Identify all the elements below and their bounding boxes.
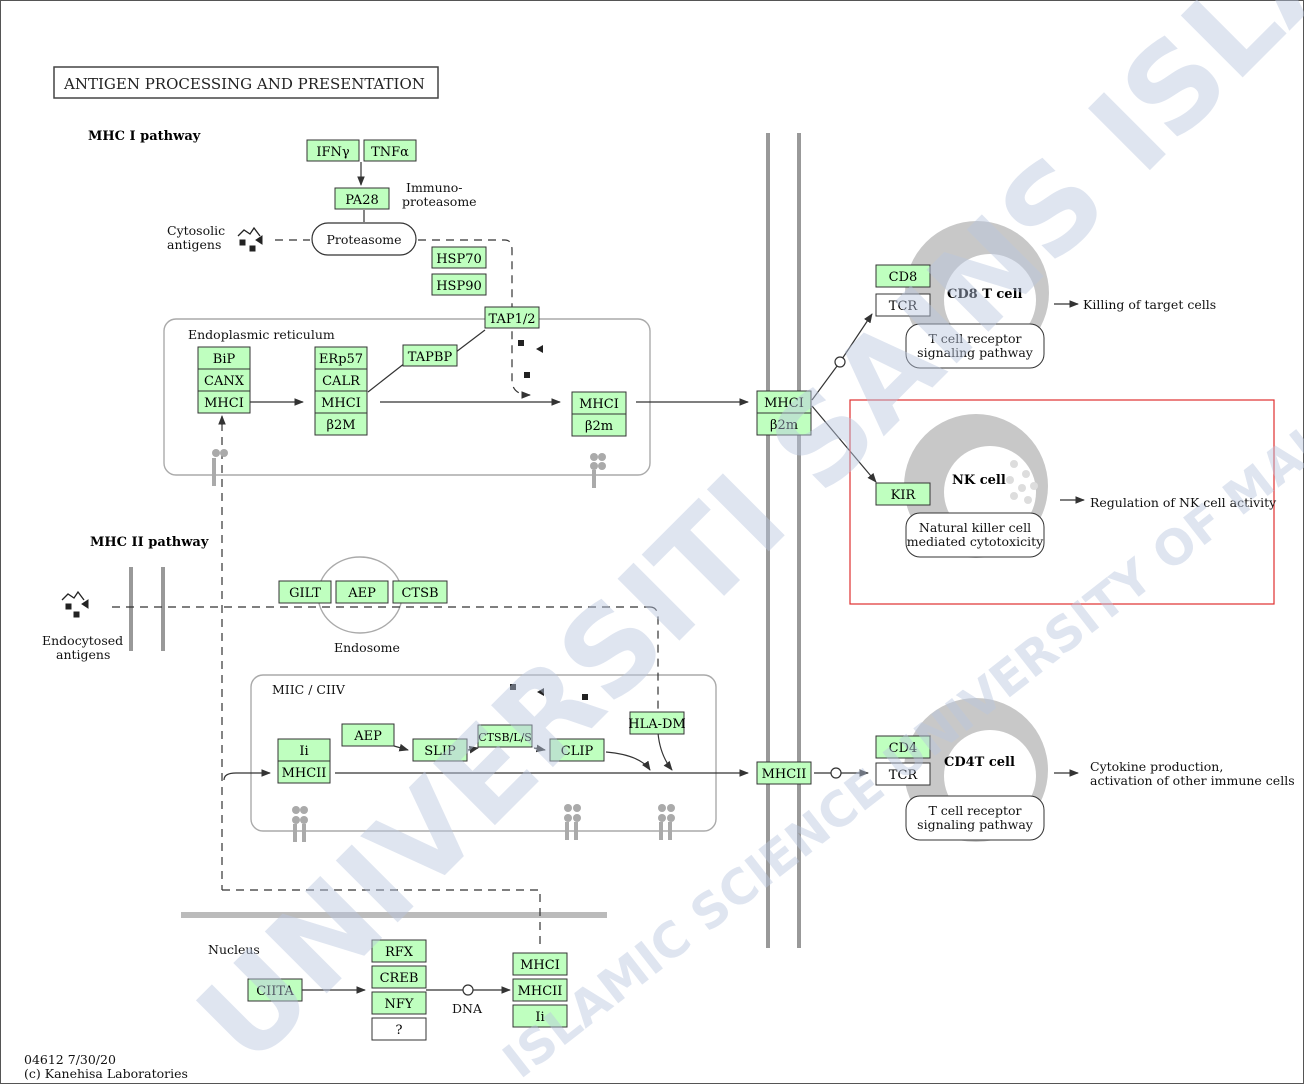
gene-bip[interactable]: BiP [198, 347, 250, 369]
svg-text:β2M: β2M [326, 418, 355, 433]
mhc2-heading: MHC II pathway [90, 535, 209, 550]
gene-mhci-er1[interactable]: MHCI [198, 391, 250, 413]
gene-pa28[interactable]: PA28 [335, 188, 389, 209]
svg-text:BiP: BiP [213, 352, 236, 367]
cytosolic-label-1: Cytosolic [167, 223, 225, 238]
page-title: ANTIGEN PROCESSING AND PRESENTATION [63, 75, 425, 93]
svg-text:MHCI: MHCI [520, 958, 560, 973]
gene-mhci-er3[interactable]: MHCI [572, 392, 626, 414]
svg-text:PA28: PA28 [345, 193, 378, 208]
gene-erp57[interactable]: ERp57 [315, 347, 367, 369]
gene-tnfa[interactable]: TNFα [364, 140, 416, 161]
gene-b2m-er3[interactable]: β2m [572, 414, 626, 436]
gene-gilt[interactable]: GILT [279, 581, 331, 603]
svg-text:AEP: AEP [347, 586, 376, 601]
gene-calr[interactable]: CALR [315, 369, 367, 391]
gene-hsp90[interactable]: HSP90 [432, 274, 486, 295]
svg-text:CALR: CALR [322, 374, 361, 389]
footer-code: 04612 7/30/20 [24, 1052, 116, 1067]
er-label: Endoplasmic reticulum [188, 327, 335, 342]
svg-text:HSP70: HSP70 [436, 252, 482, 267]
svg-text:AEP: AEP [353, 729, 382, 744]
gene-hsp70[interactable]: HSP70 [432, 247, 486, 268]
svg-text:TAPBP: TAPBP [408, 350, 453, 365]
svg-text:MHCII: MHCII [282, 766, 327, 781]
svg-text:Ii: Ii [299, 744, 308, 759]
dna-label: DNA [452, 1001, 483, 1016]
endocytosed-label-1: Endocytosed [42, 633, 123, 648]
cd4-pathway-line1: T cell receptor [929, 803, 1022, 818]
immuno-label-2: proteasome [402, 194, 477, 209]
svg-text:GILT: GILT [289, 586, 321, 601]
gene-kir[interactable]: KIR [876, 483, 930, 505]
svg-text:KIR: KIR [891, 488, 917, 503]
gene-canx[interactable]: CANX [198, 369, 250, 391]
gene-unknown[interactable]: ? [372, 1018, 426, 1040]
svg-text:MHCII: MHCII [762, 767, 807, 782]
cd4-pathway-line2: signaling pathway [917, 817, 1034, 832]
nk-pathway-line2: mediated cytotoxicity [907, 534, 1044, 549]
gene-ii[interactable]: Ii [278, 739, 330, 761]
svg-text:TNFα: TNFα [371, 145, 409, 160]
svg-text:NFY: NFY [385, 997, 414, 1012]
svg-text:ERp57: ERp57 [319, 352, 363, 367]
mhc1-heading: MHC I pathway [88, 129, 201, 144]
gene-mhci-nucleus[interactable]: MHCI [513, 953, 567, 975]
gene-mhcii-membrane[interactable]: MHCII [757, 762, 811, 784]
nk-pathway-line1: Natural killer cell [919, 520, 1031, 535]
svg-text:β2m: β2m [585, 419, 613, 434]
svg-text:MHCI: MHCI [321, 396, 361, 411]
cd4-outcome-line1: Cytokine production, [1090, 759, 1223, 774]
miic-label: MIIC / CIIV [272, 682, 346, 697]
cd4-outcome-line2: activation of other immune cells [1090, 773, 1295, 788]
gene-b2m-er2[interactable]: β2M [315, 413, 367, 435]
gene-aep-miic[interactable]: AEP [342, 724, 394, 746]
svg-text:?: ? [396, 1023, 403, 1038]
gene-ifng[interactable]: IFNγ [307, 140, 359, 161]
endocytosed-label-2: antigens [56, 647, 110, 662]
proteasome-label: Proteasome [327, 232, 402, 247]
gene-mhci-er2[interactable]: MHCI [315, 391, 367, 413]
cd4-cell-title: CD4T cell [944, 755, 1015, 770]
gene-mhcii-miic[interactable]: MHCII [278, 761, 330, 783]
cd8-outcome: Killing of target cells [1083, 297, 1216, 312]
footer-copyright: (c) Kanehisa Laboratories [24, 1066, 188, 1081]
endosome-label: Endosome [334, 640, 400, 655]
nk-cell-title: NK cell [952, 473, 1006, 488]
gene-aep-endosome[interactable]: AEP [336, 581, 388, 603]
gene-tap[interactable]: TAP1/2 [485, 307, 539, 328]
svg-text:MHCI: MHCI [579, 397, 619, 412]
svg-text:TAP1/2: TAP1/2 [488, 312, 535, 327]
gene-ctsb-endosome[interactable]: CTSB [393, 581, 447, 603]
svg-text:CTSB: CTSB [401, 586, 438, 601]
svg-text:IFNγ: IFNγ [316, 145, 350, 160]
svg-text:HSP90: HSP90 [436, 279, 482, 294]
immuno-label-1: Immuno- [406, 180, 463, 195]
cytosolic-label-2: antigens [167, 237, 221, 252]
gene-tapbp[interactable]: TAPBP [403, 345, 457, 366]
svg-text:MHCI: MHCI [204, 396, 244, 411]
svg-text:CANX: CANX [204, 374, 245, 389]
gene-nfy[interactable]: NFY [372, 992, 426, 1014]
